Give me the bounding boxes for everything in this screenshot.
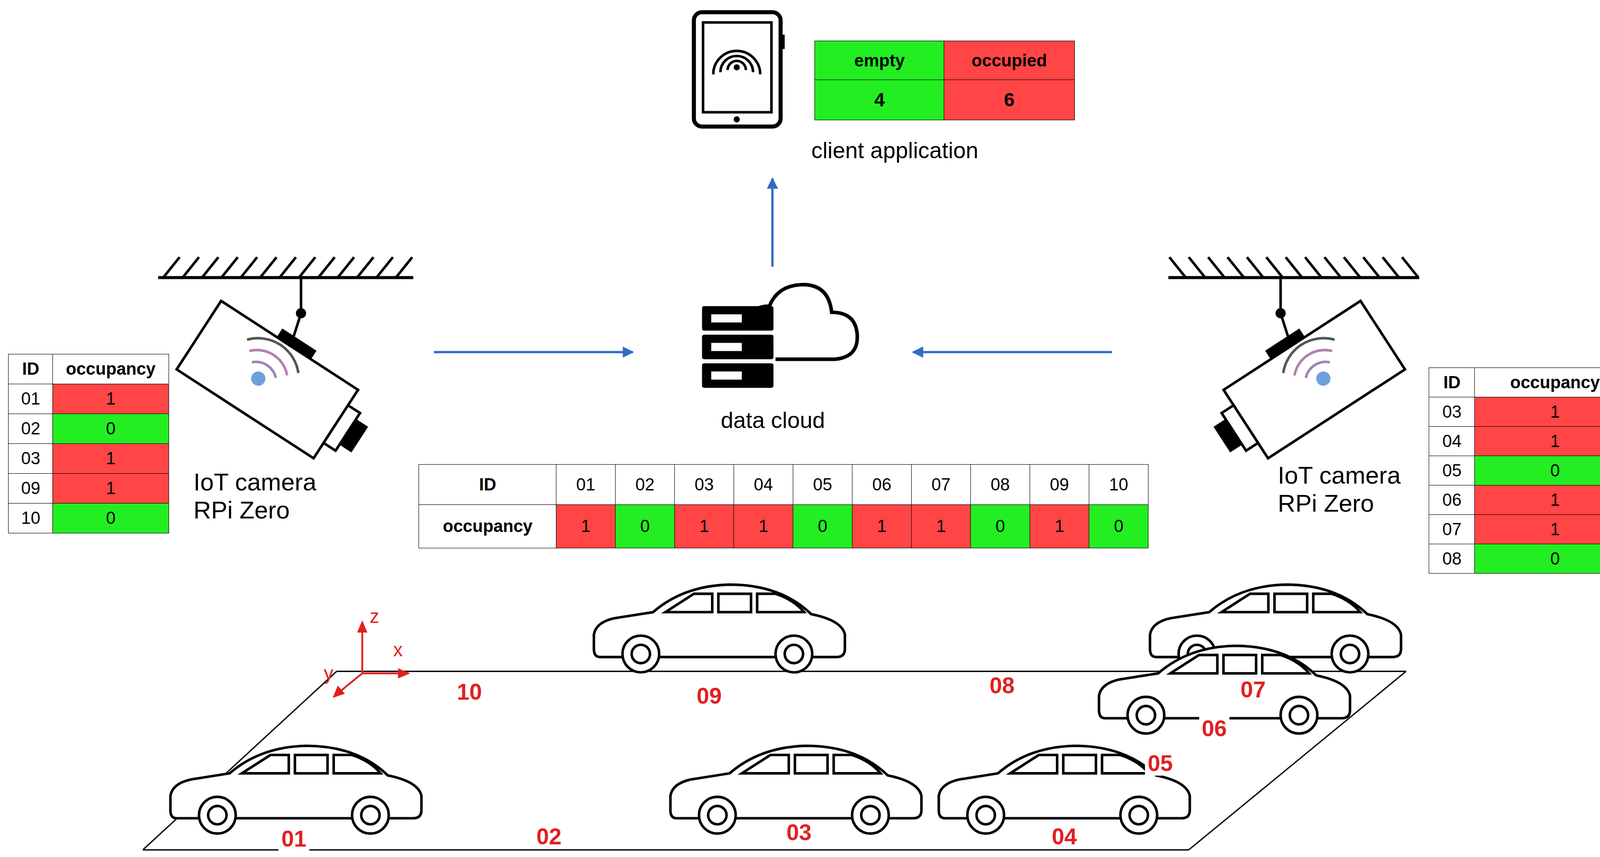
- callout-number: 05: [1144, 751, 1176, 776]
- table-cell: 08: [1428, 543, 1476, 574]
- table-cell: 1: [911, 504, 971, 549]
- table-cell: 04: [733, 464, 794, 506]
- table-cell: 0: [1474, 543, 1600, 574]
- component-node: IoT camera RPi Zero: [1111, 239, 1420, 529]
- component-node: IoT camera RPi Zero: [153, 244, 434, 534]
- table-cell: occupancy: [418, 504, 557, 549]
- node-label: client application: [811, 137, 1015, 165]
- axes: [332, 620, 411, 698]
- callout-number: 10: [454, 679, 485, 705]
- table-cell: 1: [1474, 484, 1600, 515]
- table-cell: 10: [8, 503, 54, 534]
- table-cell: 6: [943, 79, 1075, 121]
- table-cell: 1: [555, 504, 616, 549]
- table-cell: 01: [555, 464, 616, 506]
- table-cell: ID: [418, 464, 557, 506]
- table-cell: 09: [8, 473, 54, 504]
- node-label: data cloud: [632, 407, 913, 434]
- table-cell: 1: [1474, 514, 1600, 545]
- table-cell: empty: [814, 40, 945, 81]
- table-cell: 05: [792, 464, 853, 506]
- data-flow-arrow: [771, 178, 774, 267]
- table-cell: 03: [8, 443, 54, 474]
- table-cell: 07: [911, 464, 971, 506]
- table-cell: 0: [1088, 504, 1149, 549]
- node-label: IoT camera RPi Zero: [193, 467, 348, 524]
- table-cell: 1: [1029, 504, 1090, 549]
- cars: [170, 584, 1402, 834]
- table-cell: 02: [615, 464, 675, 506]
- callout-number: 09: [693, 683, 725, 709]
- table-cell: occupancy: [1474, 367, 1600, 398]
- callout-number: 04: [1049, 824, 1080, 849]
- component-node: data cloud: [632, 266, 913, 441]
- callout-number: 06: [1199, 716, 1230, 741]
- table-cell: 1: [733, 504, 794, 549]
- table-cell: 0: [52, 503, 170, 534]
- table-cell: 0: [792, 504, 853, 549]
- table-cell: 09: [1029, 464, 1090, 506]
- data-flow-arrow: [912, 351, 1112, 354]
- table-cell: 0: [615, 504, 675, 549]
- table-cell: 1: [1474, 426, 1600, 457]
- callout-number: z: [369, 607, 380, 626]
- table-cell: 1: [52, 443, 170, 474]
- table-cell: occupancy: [52, 353, 170, 385]
- table-cell: 03: [1428, 396, 1476, 427]
- callout-number: 03: [783, 820, 815, 845]
- data-flow-arrow: [433, 351, 633, 354]
- callout-number: 02: [533, 824, 565, 849]
- callout-number: x: [393, 640, 403, 660]
- callout-number: y: [323, 663, 334, 683]
- table-cell: ID: [1428, 367, 1476, 398]
- table-cell: 0: [1474, 455, 1600, 486]
- table-cell: occupied: [943, 40, 1075, 81]
- table-cell: 4: [814, 79, 945, 121]
- table-cell: 07: [1428, 514, 1476, 545]
- table-cell: 05: [1428, 455, 1476, 486]
- table-cell: 02: [8, 413, 54, 444]
- table-cell: 1: [52, 473, 170, 504]
- table-cell: 06: [1428, 484, 1476, 515]
- table-cell: 0: [52, 413, 170, 444]
- table-cell: 01: [8, 383, 54, 415]
- callout-number: 01: [278, 826, 310, 852]
- node-label: IoT camera RPi Zero: [1277, 461, 1432, 518]
- table-cell: ID: [8, 353, 54, 385]
- table-cell: 1: [674, 504, 735, 549]
- callout-number: 08: [986, 673, 1018, 698]
- table-cell: 1: [851, 504, 912, 549]
- table-cell: 06: [851, 464, 912, 506]
- table-cell: 0: [970, 504, 1031, 549]
- table-cell: 04: [1428, 426, 1476, 457]
- table-cell: 1: [1474, 396, 1600, 427]
- callout-number: 07: [1237, 677, 1269, 702]
- table-cell: 08: [970, 464, 1031, 506]
- table-cell: 03: [674, 464, 735, 506]
- table-cell: 10: [1088, 464, 1149, 506]
- table-cell: 1: [52, 383, 170, 415]
